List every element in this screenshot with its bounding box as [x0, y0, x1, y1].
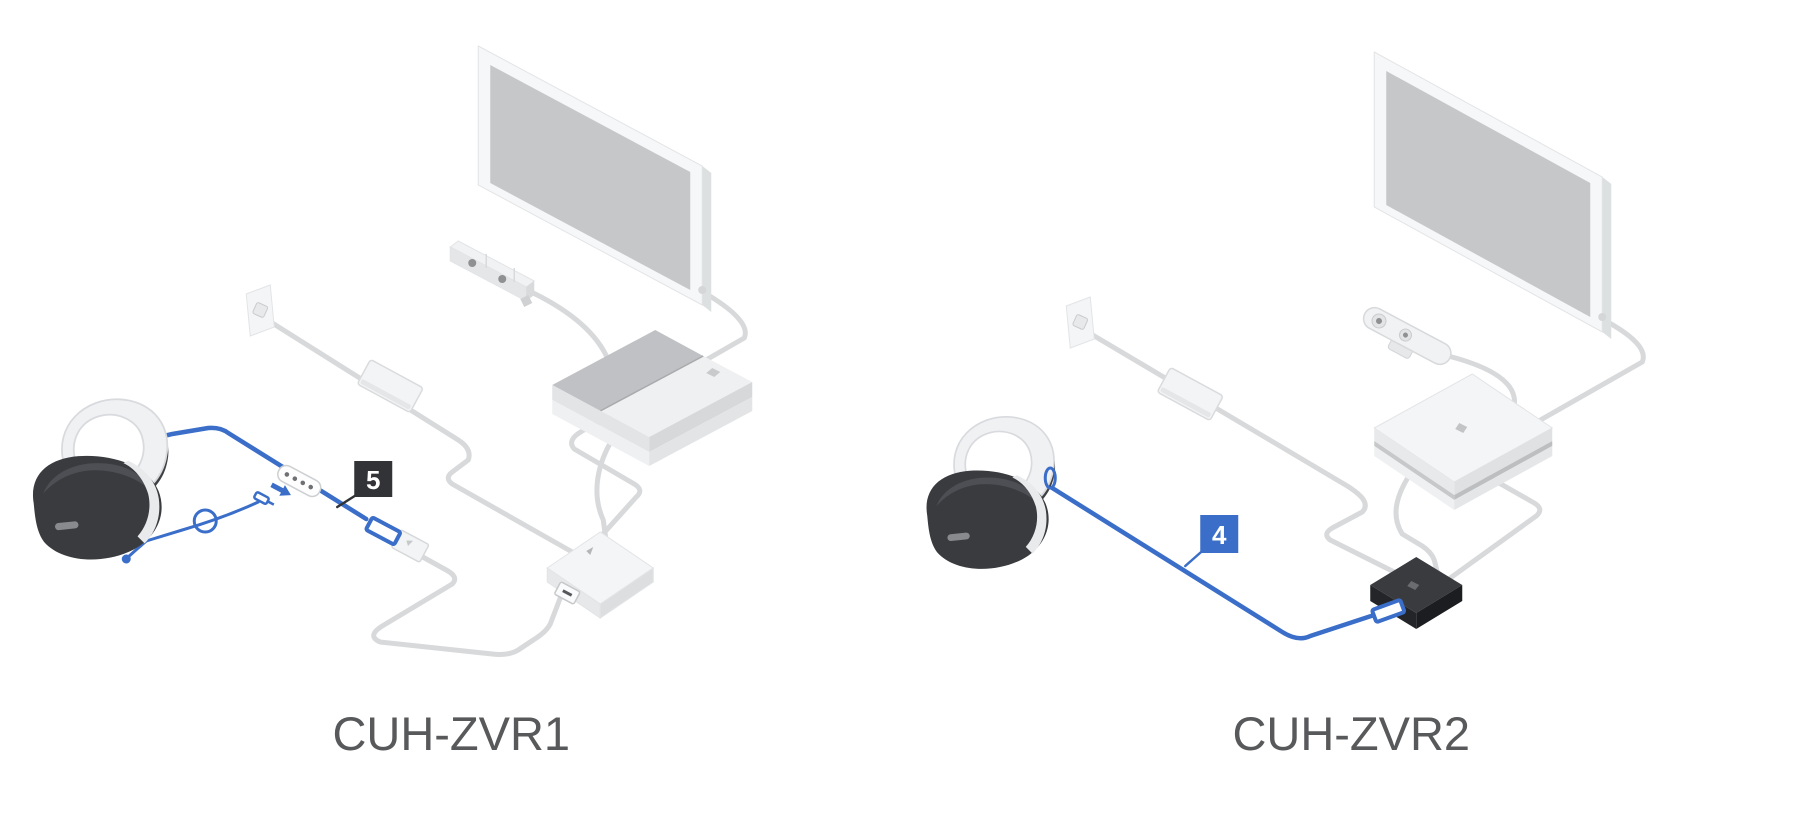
console-hdmi-cable — [594, 440, 613, 545]
power-outlet — [1065, 296, 1095, 349]
outlet-plug — [1071, 314, 1088, 330]
callout-number: 5 — [366, 465, 380, 495]
tv — [477, 45, 712, 312]
ac-adapter — [1157, 367, 1223, 421]
ps-logo — [1406, 581, 1419, 590]
ps-camera-v2 — [1362, 306, 1452, 366]
diagram-cuh-zvr1: 5 CUH-ZVR1 — [32, 45, 753, 760]
callout-box — [1199, 515, 1238, 553]
camera-cable — [530, 290, 611, 363]
power-cable — [261, 315, 575, 555]
tv-screen — [490, 65, 691, 290]
ac-adapter — [357, 359, 423, 413]
power-cable — [1081, 327, 1397, 575]
ps-logo — [706, 368, 721, 377]
ps4-slim-console — [1372, 373, 1553, 510]
gray-cables — [1081, 315, 1646, 581]
camera-lens — [468, 259, 477, 267]
tv-hdmi-port — [698, 286, 707, 294]
cable-loop — [192, 508, 218, 534]
callout-5: 5 — [336, 461, 393, 509]
callout-leader — [336, 493, 358, 509]
camera-lens — [1402, 332, 1408, 338]
model-label: CUH-ZVR1 — [332, 707, 570, 760]
callout-number: 4 — [1212, 520, 1227, 550]
headset-cable-connector — [364, 516, 402, 546]
callout-leader — [1183, 549, 1203, 568]
callout-box — [354, 461, 393, 497]
headset-cable — [148, 425, 369, 522]
tv-screen — [1385, 71, 1590, 317]
headset-cable-connector — [1369, 598, 1406, 624]
headset-socket — [554, 581, 581, 605]
cable-clip-loop — [1043, 466, 1057, 490]
headset-cable — [1049, 485, 1382, 641]
ps-logo — [586, 547, 594, 555]
diagram-cuh-zvr2: 4 CUH-ZVR2 — [902, 0, 1803, 813]
camera-lens — [1375, 317, 1382, 324]
earbud — [121, 554, 131, 564]
headset-connection-cable — [371, 546, 563, 657]
ps-camera — [449, 240, 536, 307]
vr-headset — [926, 416, 1055, 569]
headphones-plug — [253, 491, 275, 506]
camera-lens — [498, 275, 507, 283]
tv-hdmi-port — [1597, 313, 1606, 321]
inline-remote — [277, 464, 322, 498]
tv-hdmi-cable — [569, 288, 748, 549]
headphones-cable — [144, 500, 260, 543]
power-outlet — [245, 284, 275, 337]
tv — [1373, 51, 1611, 339]
callout-4: 4 — [1183, 515, 1238, 568]
console-hdmi-cable — [1393, 474, 1440, 575]
vr-headset — [32, 398, 169, 560]
processor-unit — [546, 531, 655, 619]
gray-cables — [261, 288, 748, 657]
visor — [926, 470, 1049, 569]
ps-logo — [1454, 423, 1467, 433]
visor — [32, 455, 162, 560]
model-label: CUH-ZVR2 — [1232, 707, 1470, 760]
outlet-plug — [252, 302, 269, 318]
plug-arrow-icon — [270, 482, 291, 496]
ps4-console — [552, 330, 753, 466]
